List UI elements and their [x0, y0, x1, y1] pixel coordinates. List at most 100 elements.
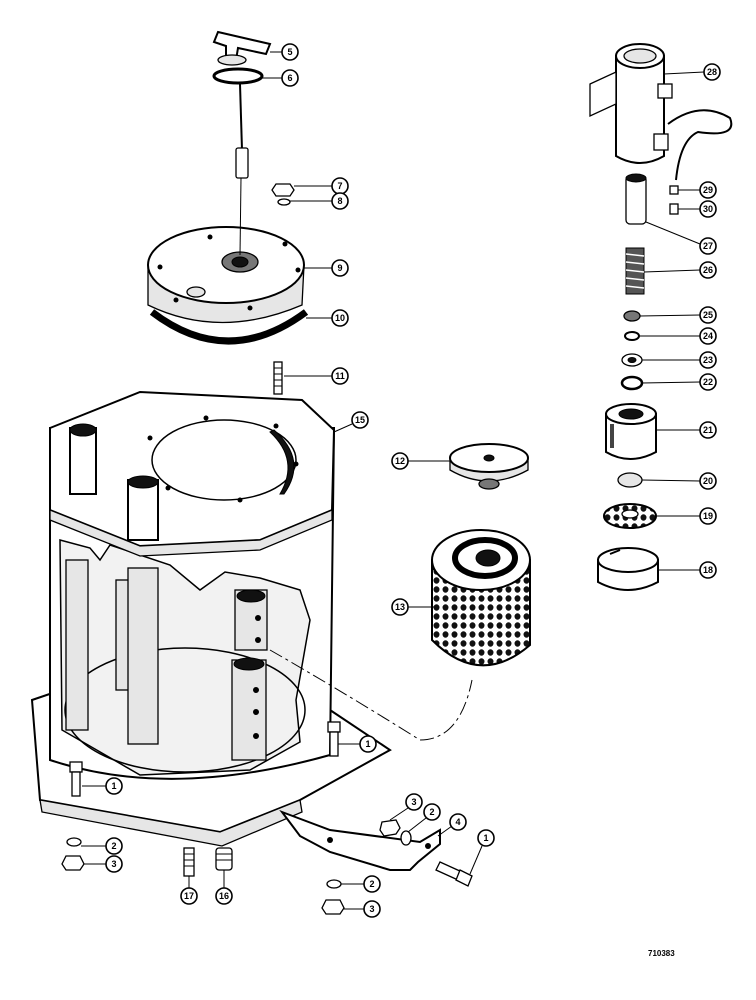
fitting-29: [669, 185, 679, 195]
filter-element: [431, 529, 531, 667]
svg-text:24: 24: [703, 331, 713, 341]
washer-2-bottom: [326, 879, 342, 889]
callout-12: 12: [391, 452, 450, 470]
svg-text:25: 25: [703, 310, 713, 320]
bolt-1-bracket: [435, 861, 473, 887]
svg-text:30: 30: [703, 204, 713, 214]
hidden-line: [269, 649, 473, 741]
plug-16: [215, 847, 233, 871]
svg-text:2: 2: [429, 807, 434, 817]
svg-text:2: 2: [111, 841, 116, 851]
svg-text:3: 3: [411, 797, 416, 807]
svg-text:3: 3: [369, 904, 374, 914]
callout-29: 29: [678, 181, 717, 199]
callout-13: 13: [391, 598, 434, 616]
svg-text:29: 29: [703, 185, 713, 195]
nut-3-bracket: [379, 819, 401, 837]
valve-plunger: [625, 173, 647, 225]
svg-text:26: 26: [703, 265, 713, 275]
callout-1-left: 1: [82, 777, 123, 795]
cover-gasket: [149, 309, 309, 345]
svg-text:8: 8: [337, 196, 342, 206]
svg-text:10: 10: [335, 313, 345, 323]
callout-19: 19: [656, 507, 717, 525]
svg-text:23: 23: [703, 355, 713, 365]
svg-text:13: 13: [395, 602, 405, 612]
filter-cap: [449, 443, 529, 490]
callouts: 5 6 7 8 9 10 11 15: [81, 43, 721, 918]
o-ring-24: [624, 331, 640, 341]
svg-text:1: 1: [111, 781, 116, 791]
svg-text:18: 18: [703, 565, 713, 575]
fill-cap: [212, 30, 272, 66]
callout-21: 21: [656, 421, 717, 439]
callout-3-left: 3: [84, 855, 123, 873]
callout-10: 10: [306, 309, 349, 327]
cap-gasket: [212, 67, 264, 85]
callout-27: 27: [645, 221, 717, 255]
svg-text:11: 11: [335, 371, 345, 381]
callout-8: 8: [290, 192, 349, 210]
svg-text:17: 17: [184, 891, 194, 901]
svg-text:12: 12: [395, 456, 405, 466]
tank-cover: [147, 226, 305, 324]
svg-text:2: 2: [369, 879, 374, 889]
valve-body-21: [605, 403, 657, 460]
callout-24: 24: [639, 327, 717, 345]
nut-3-left: [61, 855, 85, 871]
bolt-1-right: [327, 721, 341, 757]
screen-19: [603, 503, 657, 529]
callout-17: 17: [180, 876, 198, 905]
plug-20: [617, 472, 643, 488]
svg-text:4: 4: [455, 817, 460, 827]
callout-1-right: 1: [338, 735, 377, 753]
svg-text:28: 28: [707, 67, 717, 77]
washer-8: [277, 198, 291, 206]
callout-23: 23: [642, 351, 717, 369]
svg-text:27: 27: [703, 241, 713, 251]
svg-text:20: 20: [703, 476, 713, 486]
callout-2-bracket: 2: [407, 803, 441, 833]
svg-text:22: 22: [703, 377, 713, 387]
callout-18: 18: [658, 561, 717, 579]
svg-text:16: 16: [219, 891, 229, 901]
svg-text:15: 15: [355, 415, 365, 425]
callout-3-bracket: 3: [389, 793, 423, 821]
svg-text:7: 7: [337, 181, 342, 191]
bolt-1-left: [69, 761, 83, 797]
seat-23: [621, 353, 643, 367]
callout-16: 16: [215, 870, 233, 905]
snap-ring-22: [620, 375, 644, 391]
fitting-30: [669, 203, 679, 215]
callout-11: 11: [284, 367, 349, 385]
callout-7: 7: [294, 177, 349, 195]
svg-text:19: 19: [703, 511, 713, 521]
callout-30: 30: [678, 200, 717, 218]
cup-18: [597, 547, 659, 591]
svg-text:1: 1: [483, 833, 488, 843]
svg-text:6: 6: [287, 73, 292, 83]
washer-2-left: [66, 837, 82, 847]
callout-5: 5: [270, 43, 299, 61]
callout-6: 6: [262, 69, 299, 87]
callout-9: 9: [304, 259, 349, 277]
svg-text:21: 21: [703, 425, 713, 435]
callout-4: 4: [437, 813, 467, 837]
callout-3-bottom: 3: [344, 900, 381, 918]
washer-2-bracket: [400, 830, 412, 846]
valve-housing: [589, 43, 733, 181]
callout-28: 28: [663, 63, 721, 81]
svg-text:1: 1: [365, 739, 370, 749]
callout-15: 15: [333, 411, 369, 433]
dipstick: [235, 83, 249, 179]
callout-20: 20: [641, 472, 717, 490]
hydraulic-tank: [30, 390, 392, 847]
svg-text:9: 9: [337, 263, 342, 273]
callout-25: 25: [639, 306, 717, 324]
callout-2-bottom: 2: [341, 875, 381, 893]
callout-2-left: 2: [81, 837, 123, 855]
nut-7: [271, 183, 295, 197]
callout-22: 22: [641, 373, 717, 391]
stud-17: [183, 847, 195, 877]
